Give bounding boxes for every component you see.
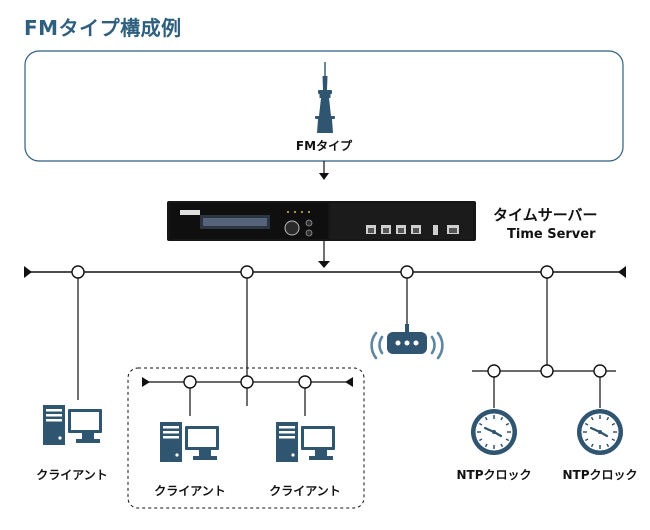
client-label: クライアント [269,484,341,498]
ntp-clock-label: NTPクロック [562,468,638,482]
computer-icon [276,422,335,462]
broadcast-tower-icon [315,62,335,133]
rack-server-icon [167,201,476,241]
time-server-label-ja: タイムサーバー [493,206,598,224]
client-label: クライアント [36,468,108,482]
page-title: FMタイプ構成例 [24,16,182,40]
wifi-router-icon [370,324,444,360]
clock-icon [575,407,625,457]
clock-icon [469,407,519,457]
computer-icon [160,422,219,462]
client-label: クライアント [154,484,226,498]
ntp-clock-label: NTPクロック [456,468,532,482]
lan-group-box [127,367,365,509]
time-server-label-en: Time Server [507,227,596,242]
computer-icon [43,405,102,445]
fm-type-label: FMタイプ [295,139,353,153]
